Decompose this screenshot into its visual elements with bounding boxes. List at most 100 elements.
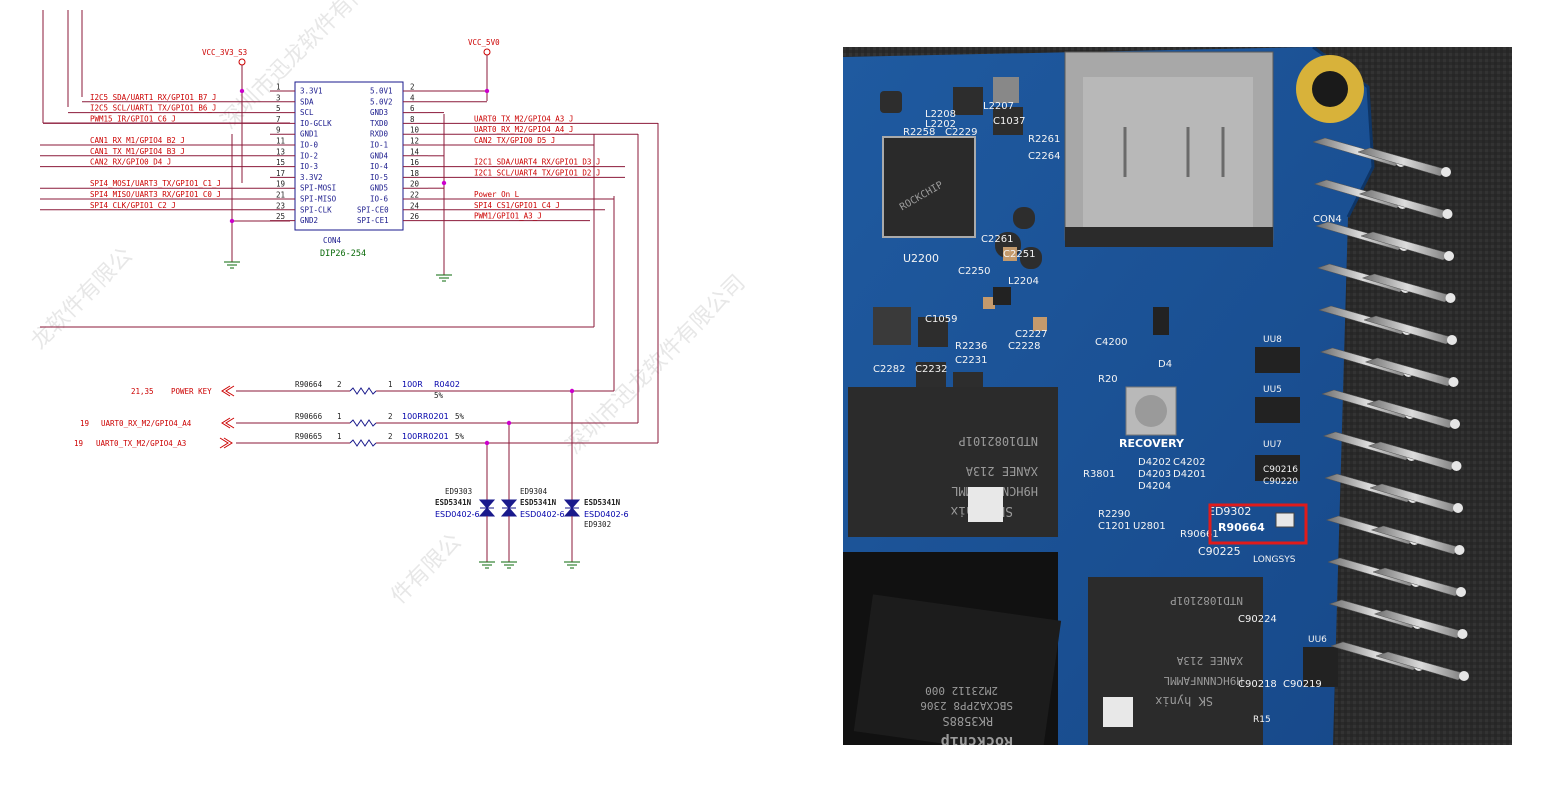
svg-text:XANEE 213A: XANEE 213A bbox=[965, 464, 1038, 478]
pin-number: 18 bbox=[410, 169, 420, 178]
svg-text:R3801: R3801 bbox=[1083, 469, 1115, 480]
svg-text:R2236: R2236 bbox=[955, 341, 987, 352]
header-pins bbox=[1312, 137, 1469, 681]
pin-name: IO-5 bbox=[370, 173, 388, 182]
svg-text:R20: R20 bbox=[1098, 374, 1118, 385]
pin-name: GND4 bbox=[370, 151, 389, 160]
pin-name: IO-3 bbox=[300, 162, 318, 171]
header-pin bbox=[1372, 567, 1466, 597]
net-label: I2C1_SDA/UART4_RX/GPIO1_D3_J bbox=[474, 158, 600, 167]
svg-text:C1201: C1201 bbox=[1098, 521, 1130, 532]
pin-number: 1 bbox=[276, 83, 281, 92]
pin-number: 25 bbox=[276, 212, 285, 221]
pin-number: 20 bbox=[410, 180, 420, 189]
highlight-r90664: R90664 bbox=[1208, 503, 1308, 545]
header-pin bbox=[1373, 609, 1468, 639]
pin-name: GND3 bbox=[370, 108, 388, 117]
svg-text:D4: D4 bbox=[1158, 359, 1172, 370]
svg-text:CON4: CON4 bbox=[1313, 214, 1342, 225]
svg-text:C4202: C4202 bbox=[1173, 457, 1205, 468]
net-label: SPI4_CS1/GPIO1_C4_J bbox=[474, 201, 560, 210]
svg-text:RK3588S: RK3588S bbox=[942, 714, 993, 728]
schematic-diagram: 深圳市迅龙软件有限公司 深圳市迅龙软件有限公司 龙软件有限公 件有限公 VCC_… bbox=[27, 0, 751, 609]
pin-number: 10 bbox=[410, 126, 420, 135]
resistor-ref: R90665 bbox=[295, 432, 322, 441]
offpage-ref: 19 bbox=[74, 439, 83, 448]
connector-footprint: DIP26-254 bbox=[320, 249, 366, 259]
small-ics bbox=[993, 287, 1338, 687]
pin-name: IO-2 bbox=[300, 151, 318, 160]
esd-ref: ED9302 bbox=[584, 520, 611, 529]
pin-name: SPI-MISO bbox=[300, 195, 337, 204]
svg-text:NTD1082101P: NTD1082101P bbox=[959, 434, 1038, 448]
junction-dots bbox=[229, 88, 575, 446]
pin-name: RXD0 bbox=[370, 130, 389, 139]
power-5v-symbol: VCC_5V0 bbox=[468, 38, 500, 101]
pin-number: 26 bbox=[410, 212, 420, 221]
pin-name: SPI-MOSI bbox=[300, 184, 336, 193]
svg-text:C90225: C90225 bbox=[1198, 545, 1241, 558]
pin-number: 15 bbox=[276, 158, 285, 167]
esd-part: ESD5341N bbox=[584, 498, 621, 507]
net-label: SPI4_CLK/GPIO1_C2_J bbox=[90, 201, 176, 210]
svg-text:C2250: C2250 bbox=[958, 266, 990, 277]
pin-name: SDA bbox=[300, 97, 314, 106]
net-label: PWM1/GPIO1_A3_J bbox=[474, 212, 542, 221]
svg-text:R2258: R2258 bbox=[903, 127, 935, 138]
svg-text:R2261: R2261 bbox=[1028, 134, 1060, 145]
connector-pin-2: 25.0V1 bbox=[370, 83, 487, 96]
pin-number: 13 bbox=[276, 147, 285, 156]
svg-text:C4200: C4200 bbox=[1095, 337, 1127, 348]
svg-text:UU7: UU7 bbox=[1263, 440, 1282, 450]
ram-chip-1: SK hynix H9HCNNNFAMML XANEE 213A NTD1082… bbox=[848, 387, 1058, 537]
resistor-pin2: 2 bbox=[388, 432, 393, 441]
pin-number: 8 bbox=[410, 115, 415, 124]
pin-name: GND5 bbox=[370, 184, 388, 193]
pin-number: 6 bbox=[410, 104, 415, 113]
pin-name: 5.0V1 bbox=[370, 87, 393, 96]
svg-text:XANEE 213A: XANEE 213A bbox=[1176, 654, 1243, 667]
svg-text:C2229: C2229 bbox=[945, 127, 977, 138]
net-label: UART0_TX_M2/GPIO4_A3_J bbox=[474, 114, 573, 123]
esd-package: ESD0402-6 bbox=[520, 510, 565, 519]
resistor-pin1: 1 bbox=[337, 432, 342, 441]
svg-text:R90661: R90661 bbox=[1180, 529, 1219, 540]
pin-number: 24 bbox=[410, 201, 420, 210]
svg-text:C2264: C2264 bbox=[1028, 151, 1060, 162]
pin-name: GND2 bbox=[300, 216, 318, 225]
net-label: CAN2_RX/GPIO0_D4_J bbox=[90, 158, 171, 167]
esd-ref: ED9303 bbox=[445, 487, 472, 496]
svg-text:C90219: C90219 bbox=[1283, 679, 1322, 690]
pin-number: 11 bbox=[276, 137, 285, 146]
pmic-chip: ROCKCHIP bbox=[882, 136, 976, 238]
svg-text:C2251: C2251 bbox=[1003, 249, 1035, 260]
pin-name: IO-0 bbox=[300, 141, 319, 150]
net-label: I2C5_SDA/UART1_RX/GPIO1_B7_J bbox=[90, 93, 216, 102]
connector-pin-6: 6 GND3 bbox=[370, 104, 444, 117]
svg-text:NTD1082101P: NTD1082101P bbox=[1170, 594, 1243, 607]
sd-card-slot bbox=[1064, 51, 1274, 247]
esd-part: ESD5341N bbox=[435, 498, 472, 507]
svg-text:Rockchip: Rockchip bbox=[941, 733, 1013, 745]
svg-text:L2208: L2208 bbox=[925, 109, 956, 120]
svg-text:C1037: C1037 bbox=[993, 116, 1025, 127]
header-pin bbox=[1358, 189, 1453, 219]
power-3v3-symbol: VCC_3V3_S3 bbox=[202, 48, 247, 183]
svg-text:D4203: D4203 bbox=[1138, 469, 1171, 480]
svg-text:C2228: C2228 bbox=[1008, 341, 1040, 352]
svg-text:2M23112 000: 2M23112 000 bbox=[925, 684, 998, 697]
pin-name: GND1 bbox=[300, 130, 318, 139]
header-pin bbox=[1363, 315, 1457, 345]
soc-chip: RK3588S SBCXA2PP8 2306 2M23112 000 Rockc… bbox=[843, 552, 1062, 745]
